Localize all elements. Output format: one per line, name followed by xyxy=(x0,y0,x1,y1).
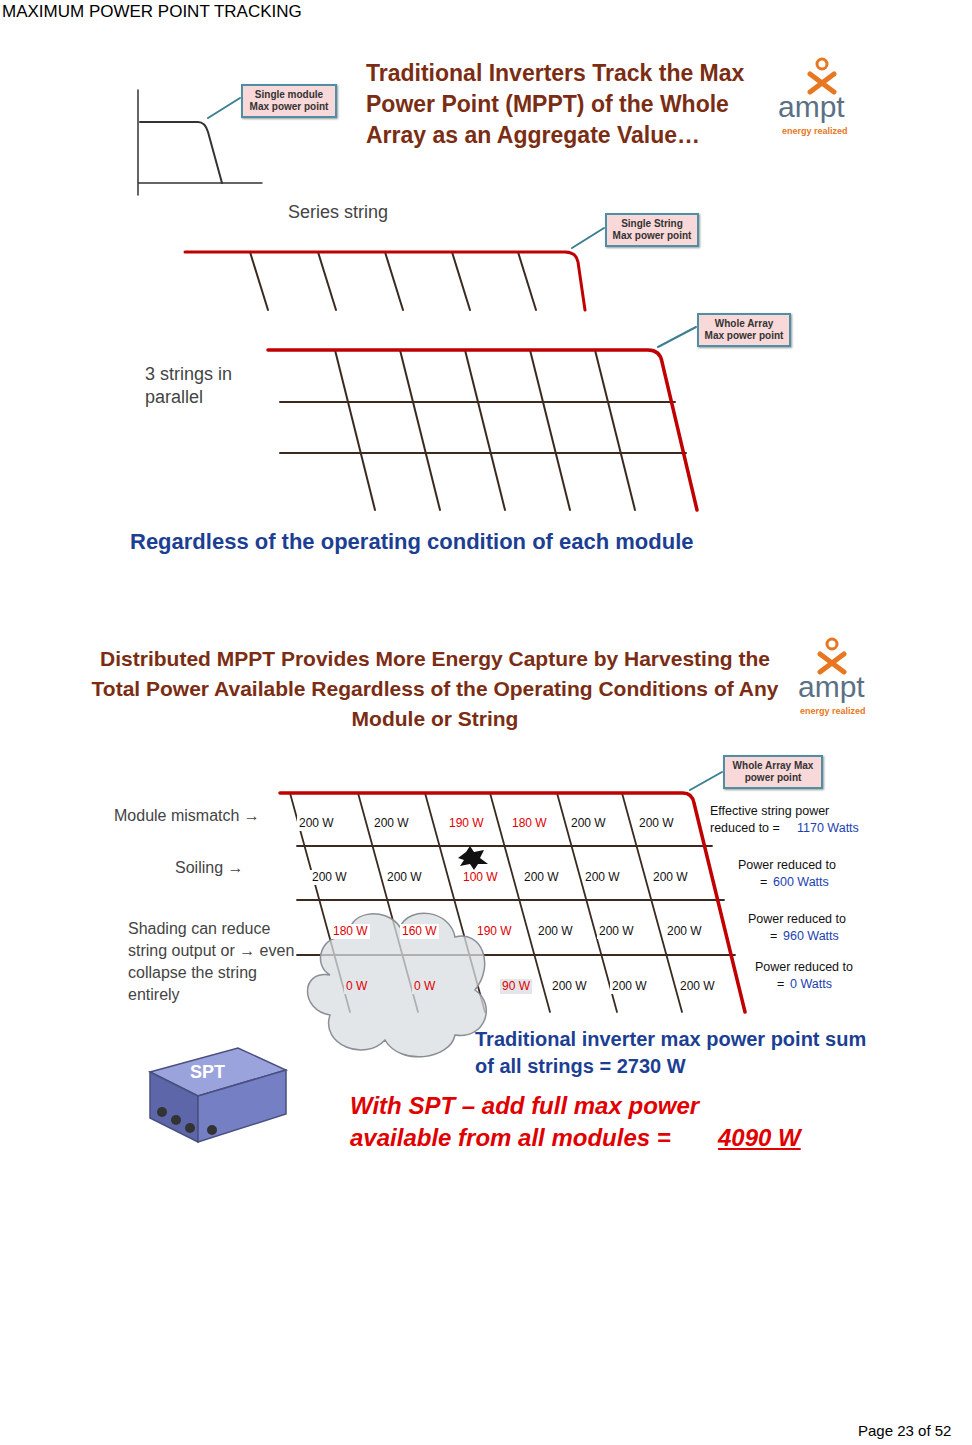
string-value: 1170 Watts xyxy=(797,820,859,837)
module-power: 160 W xyxy=(400,924,439,939)
module-curves xyxy=(250,252,536,310)
device-label: SPT xyxy=(190,1061,225,1084)
module-power: 180 W xyxy=(331,924,370,939)
module-power: 0 W xyxy=(344,979,369,994)
part-label: 3 strings in parallel xyxy=(145,363,240,409)
module-power: 200 W xyxy=(536,924,575,939)
connectors xyxy=(157,1107,217,1135)
module-power: 200 W xyxy=(297,816,336,831)
string-curves xyxy=(280,402,686,453)
logo-head xyxy=(817,59,827,69)
module-power: 200 W xyxy=(597,924,636,939)
module-power: 200 W xyxy=(310,870,349,885)
slide1-curves xyxy=(138,90,697,510)
slide-title: Distributed MPPT Provides More Energy Ca… xyxy=(90,644,780,734)
module-power: 0 W xyxy=(412,979,437,994)
logo-body xyxy=(820,654,844,672)
callout-box: Whole Array Max power point xyxy=(723,755,823,789)
module-power: 200 W xyxy=(678,979,717,994)
callout-box: Single String Max power point xyxy=(605,213,699,247)
module-power: 180 W xyxy=(510,816,549,831)
module-power: 100 W xyxy=(461,870,500,885)
module-power: 200 W xyxy=(665,924,704,939)
part-label: Module mismatch → xyxy=(114,805,260,826)
connector xyxy=(207,1125,217,1135)
shade-cloud xyxy=(308,913,487,1057)
callout-box: Single module Max power point xyxy=(241,84,337,118)
array-curve xyxy=(280,793,745,1012)
callout-text: Single String Max power point xyxy=(612,218,692,242)
module-power: 190 W xyxy=(475,924,514,939)
callout-text: Whole Array Max power point xyxy=(704,318,784,342)
module-power: 200 W xyxy=(522,870,561,885)
module-curves xyxy=(335,350,635,510)
logo-head xyxy=(827,639,837,649)
module-power: 200 W xyxy=(651,870,690,885)
result-note: With SPT – add full max power available … xyxy=(350,1090,755,1154)
module-power: 200 W xyxy=(569,816,608,831)
string-value: 600 Watts xyxy=(773,874,829,891)
result-note: Traditional inverter max power point sum… xyxy=(475,1026,875,1080)
logo-text: ampt xyxy=(778,90,845,124)
logo-tagline: energy realized xyxy=(782,125,848,137)
spt-device xyxy=(150,1048,286,1142)
string-curve xyxy=(185,252,585,310)
connector xyxy=(185,1123,195,1133)
leader-line xyxy=(690,772,722,790)
module-power: 190 W xyxy=(447,816,486,831)
connector xyxy=(171,1115,181,1125)
module-power: 90 W xyxy=(500,979,532,994)
logo-text: ampt xyxy=(798,670,865,704)
module-curve xyxy=(140,122,222,183)
string-value: 960 Watts xyxy=(783,928,839,945)
connector xyxy=(157,1107,167,1117)
module-power: 200 W xyxy=(550,979,589,994)
part-label: Soiling → xyxy=(175,857,243,878)
result-value: 4090 W xyxy=(718,1122,801,1154)
string-value: 0 Watts xyxy=(790,976,832,993)
array-curve xyxy=(268,350,697,510)
string-curves xyxy=(297,846,735,955)
logo-tagline: energy realized xyxy=(800,705,866,717)
slide-note: Regardless of the operating condition of… xyxy=(130,527,694,556)
module-power: 200 W xyxy=(372,816,411,831)
module-power: 200 W xyxy=(610,979,649,994)
module-power: 200 W xyxy=(583,870,622,885)
callout-text: Whole Array Max power point xyxy=(730,760,816,784)
device-side xyxy=(150,1072,198,1142)
callout-box: Whole Array Max power point xyxy=(697,313,791,347)
module-curves xyxy=(290,793,682,1012)
soiling-spot xyxy=(458,846,488,870)
leader-line xyxy=(572,228,604,248)
page-number: Page 23 of 52 xyxy=(858,1421,951,1441)
part-label: Shading can reduce string output or → ev… xyxy=(128,918,298,1006)
page-header: MAXIMUM POWER POINT TRACKING xyxy=(2,1,302,23)
part-label: Series string xyxy=(288,201,388,224)
leader-line xyxy=(658,327,696,347)
module-power: 200 W xyxy=(637,816,676,831)
module-power: 200 W xyxy=(385,870,424,885)
logo-icon xyxy=(810,59,844,672)
leader-line xyxy=(208,98,240,118)
callout-text: Single module Max power point xyxy=(248,89,330,113)
slide-title: Traditional Inverters Track the Max Powe… xyxy=(366,58,766,151)
logo-body xyxy=(810,74,834,92)
